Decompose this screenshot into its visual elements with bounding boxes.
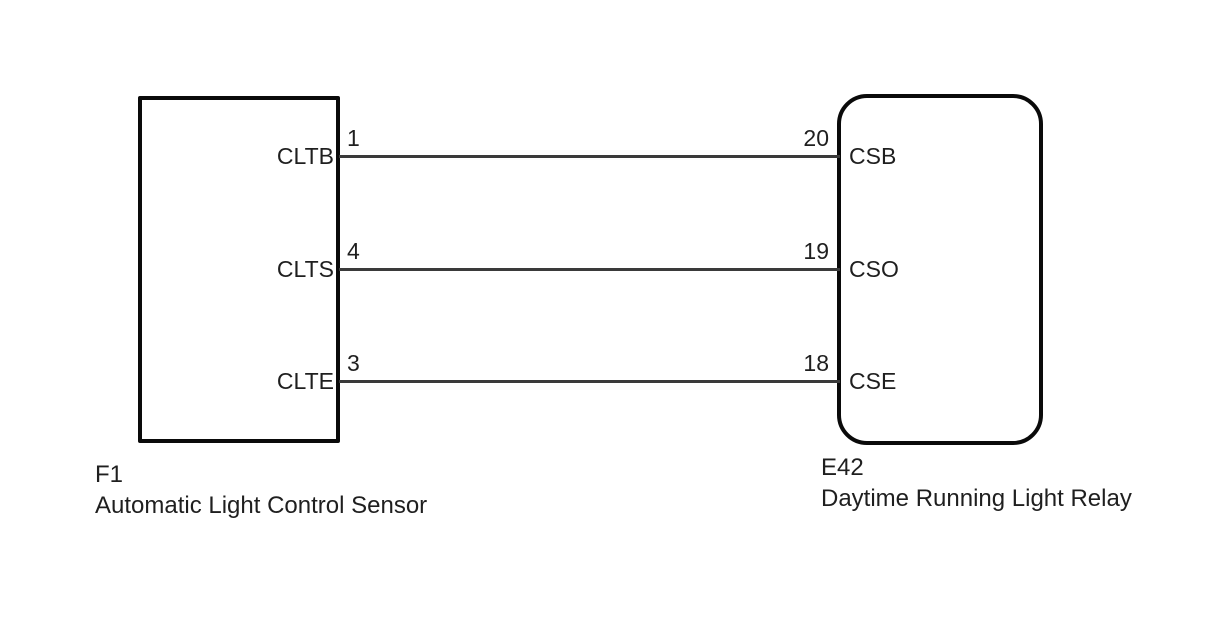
wire-clts-to-cso — [339, 268, 840, 271]
pin-number-left-1: 1 — [347, 125, 360, 151]
pin-label-cse: CSE — [849, 368, 897, 394]
component-box-sensor — [138, 96, 340, 443]
pin-label-clts: CLTS — [276, 256, 334, 282]
wire-cltb-to-csb — [339, 155, 840, 158]
component-name-sensor: Automatic Light Control Sensor — [95, 492, 428, 519]
component-caption-relay: E42 Daytime Running Light Relay — [821, 452, 1132, 514]
pin-label-clte: CLTE — [276, 368, 334, 394]
pin-number-left-2: 4 — [347, 238, 360, 264]
component-code-e42: E42 — [821, 454, 864, 481]
pin-label-cso: CSO — [849, 256, 899, 282]
pin-number-right-18: 18 — [803, 350, 829, 376]
pin-number-right-19: 19 — [803, 238, 829, 264]
pin-number-right-20: 20 — [803, 125, 829, 151]
wire-clte-to-cse — [339, 380, 840, 383]
component-code-f1: F1 — [95, 461, 124, 488]
pin-label-cltb: CLTB — [276, 143, 334, 169]
component-name-relay: Daytime Running Light Relay — [821, 485, 1132, 512]
component-caption-sensor: F1 Automatic Light Control Sensor — [95, 459, 427, 521]
pin-label-csb: CSB — [849, 143, 897, 169]
pin-number-left-3: 3 — [347, 350, 360, 376]
